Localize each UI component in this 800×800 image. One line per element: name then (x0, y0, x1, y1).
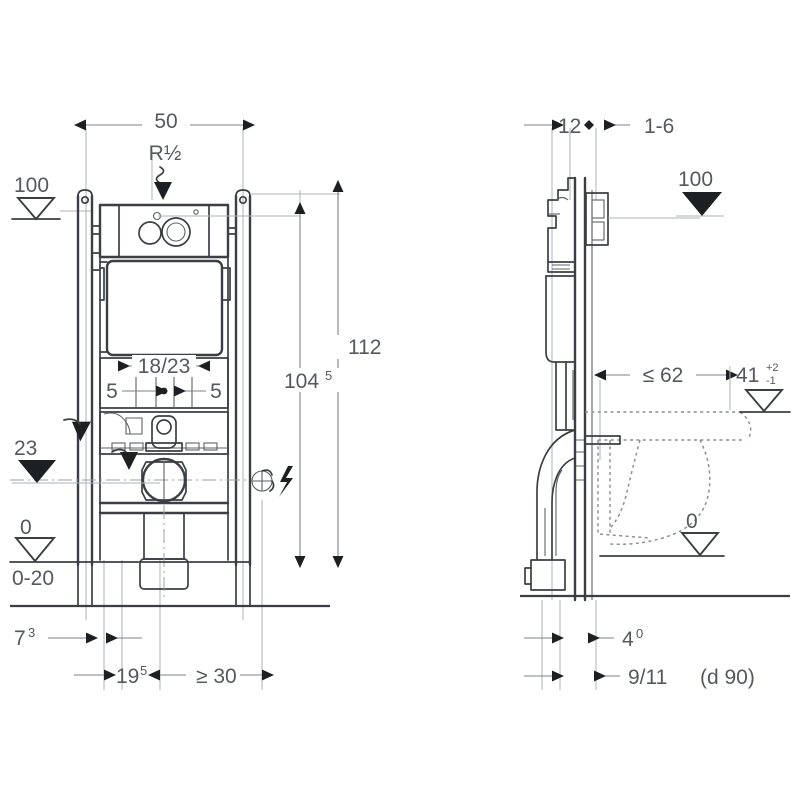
water-connection-R-half: R½ (149, 142, 182, 200)
dimension-offset-7-3: 7 3 (14, 625, 142, 650)
label-width-50: 50 (154, 110, 177, 133)
cistern (99, 259, 231, 357)
datum-100-front: 100 (11, 174, 92, 221)
flush-pipe-connector (10, 457, 250, 503)
front-elevation-view: 50 R½ 100 (9, 110, 381, 690)
dimension-wall-1-6: 1-6 (604, 115, 674, 138)
label-offset-4: 4 (622, 628, 634, 651)
label-offset-7-sup: 3 (28, 625, 35, 640)
dimension-width-50: 50 (73, 110, 256, 136)
label-flush-right-5: 5 (210, 380, 222, 403)
label-depth-12: 12 (558, 115, 581, 138)
label-height-104-sup: 5 (325, 368, 332, 383)
datum-0-front: 0 0-20 (9, 516, 251, 590)
dimension-projection-62: ≤ 62 (593, 362, 739, 410)
label-datum-100-front: 100 (14, 174, 49, 197)
side-frame-body (545, 176, 700, 602)
waste-trap-side (524, 429, 586, 597)
label-wall-1-6: 1-6 (644, 115, 674, 138)
label-datum-100-side: 100 (678, 168, 713, 191)
label-drain-9-11: 9/11 (628, 666, 667, 689)
label-height-41-tol-upper: +2 (766, 362, 779, 374)
datum-23-front: 23 (12, 437, 160, 484)
label-offset-4-sup: 0 (636, 626, 643, 641)
dimension-offset-19-5: 19 5 (74, 663, 147, 688)
label-projection-62: ≤ 62 (643, 364, 684, 387)
label-height-104: 104 (284, 370, 319, 393)
dimension-offset-4-0: 4 0 (524, 626, 643, 651)
label-height-112: 112 (348, 336, 381, 359)
datum-100-side: 100 (676, 168, 724, 217)
support-bracket-assembly (63, 411, 229, 470)
actuator-housing (91, 193, 340, 271)
flush-plate-opening: 18/23 5 5 (99, 355, 229, 409)
label-datum-23: 23 (14, 437, 37, 460)
dimension-min-30: ≥ 30 (147, 665, 275, 688)
label-height-41: 41 (736, 364, 759, 387)
dimension-height-41: 41 +2 -1 (736, 362, 791, 413)
waste-pipe-and-base (98, 501, 230, 600)
label-min-30: ≥ 30 (196, 665, 237, 688)
label-offset-19: 19 (116, 665, 139, 688)
label-drain-d90: (d 90) (700, 666, 755, 689)
label-datum-0-front: 0 (20, 516, 32, 539)
datum-0-side: 0 (599, 510, 725, 557)
side-section-view: 12 1-6 (520, 115, 791, 690)
dimension-depth-12: 12 (524, 115, 594, 138)
label-range-0-20: 0-20 (12, 567, 54, 590)
diamond-marker (584, 120, 594, 130)
label-offset-19-sup: 5 (140, 663, 147, 678)
wc-bowl-outline (584, 411, 752, 546)
electrical-connection-symbol (251, 466, 293, 497)
label-height-41-tol-lower: -1 (766, 375, 776, 387)
side-extension-lines (541, 128, 601, 690)
label-flush-span-18-23: 18/23 (138, 355, 191, 378)
dimension-drain-9-11: 9/11 (d 90) (524, 666, 755, 689)
label-datum-0-side: 0 (686, 510, 698, 533)
label-thread-r-half: R½ (149, 142, 182, 165)
dimension-height-104-5: 104 5 (280, 201, 342, 569)
label-offset-7: 7 (14, 627, 26, 650)
label-flush-left-5: 5 (106, 380, 118, 403)
